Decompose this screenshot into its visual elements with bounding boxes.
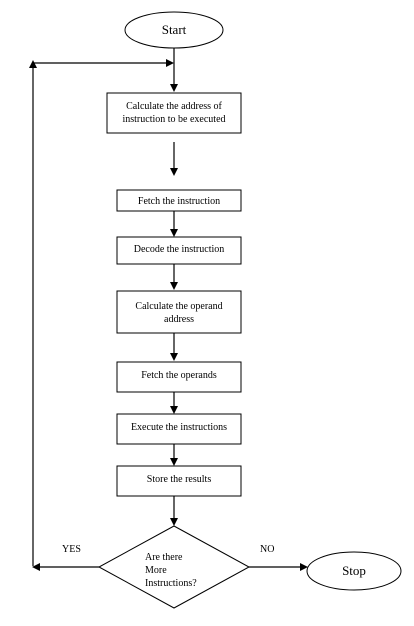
step-fetch-operands: Fetch the operands — [116, 361, 242, 393]
arrowhead — [29, 60, 37, 68]
step-fetch-operands-label: Fetch the operands — [141, 370, 217, 381]
start-label: Start — [162, 22, 187, 37]
step-fetch-instruction: Fetch the instruction — [116, 189, 242, 212]
step-store-results: Store the results — [116, 465, 242, 497]
decision-more-instructions: Are there More Instructions? — [97, 525, 251, 609]
start-terminal: Start — [124, 11, 224, 49]
arrowhead — [170, 282, 178, 290]
arrowhead — [170, 406, 178, 414]
stop-terminal: Stop — [306, 551, 402, 591]
step-calculate-operand-line-1: Calculate the operand — [135, 301, 222, 312]
arrowhead — [166, 59, 174, 67]
step-calculate-address: Calculate the address of instruction to … — [106, 92, 242, 134]
step-decode-instruction: Decode the instruction — [116, 236, 242, 265]
step-fetch-instruction-label: Fetch the instruction — [138, 196, 220, 207]
step-execute-label: Execute the instructions — [131, 422, 227, 433]
arrowhead — [170, 229, 178, 237]
stop-label: Stop — [342, 563, 366, 578]
arrowhead — [170, 518, 178, 526]
arrowhead — [170, 458, 178, 466]
step-store-results-label: Store the results — [147, 474, 212, 485]
decision-line-2: More — [145, 565, 167, 576]
step-execute: Execute the instructions — [116, 413, 242, 445]
step-calculate-operand: Calculate the operand address — [116, 290, 242, 334]
step-calculate-address-line-1: Calculate the address of — [126, 101, 222, 112]
step-decode-instruction-label: Decode the instruction — [134, 244, 225, 255]
step-calculate-address-line-2: instruction to be executed — [122, 114, 225, 125]
no-label: NO — [260, 544, 274, 555]
arrowhead — [300, 563, 308, 571]
arrowhead — [170, 168, 178, 176]
decision-line-3: Instructions? — [145, 578, 197, 589]
decision-line-1: Are there — [145, 552, 183, 563]
arrowhead — [32, 563, 40, 571]
yes-label: YES — [62, 544, 81, 555]
step-calculate-operand-line-2: address — [164, 314, 194, 325]
arrowhead — [170, 353, 178, 361]
arrowhead — [170, 84, 178, 92]
